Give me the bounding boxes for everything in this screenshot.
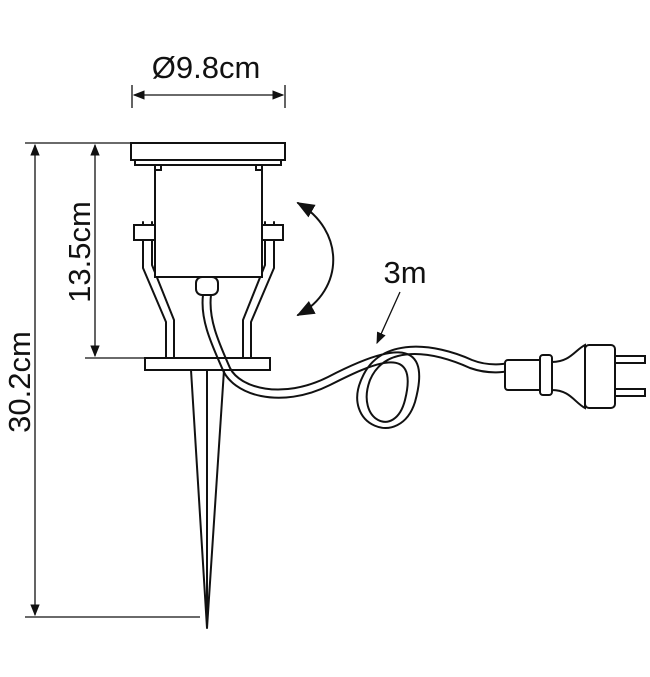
power-plug (504, 343, 646, 410)
lamp-body (154, 162, 263, 278)
diameter-label: Ø9.8cm (152, 50, 261, 85)
rotation-arrow (296, 202, 335, 316)
cable-length-callout: 3m (376, 255, 427, 345)
total-height-dimension: 30.2cm (2, 142, 200, 618)
diameter-dimension: Ø9.8cm (131, 50, 286, 108)
power-cable (201, 294, 516, 429)
total-height-label: 30.2cm (2, 331, 37, 433)
head-height-label: 13.5cm (62, 201, 97, 303)
lamp-cap (130, 142, 286, 161)
yoke-bracket (142, 221, 275, 360)
cable-length-label: 3m (383, 255, 426, 290)
base-plate (144, 357, 271, 371)
head-height-dimension: 13.5cm (62, 142, 145, 359)
cable-gland (195, 276, 219, 296)
